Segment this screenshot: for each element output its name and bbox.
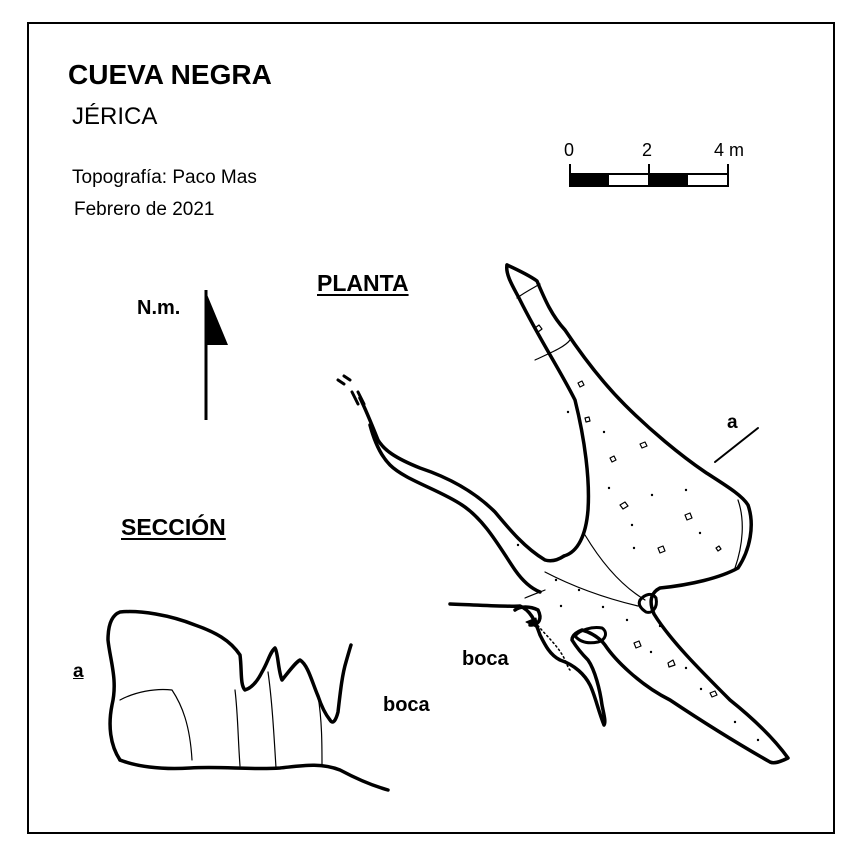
plan-view: [336, 263, 790, 765]
plan-entrance-label: boca: [462, 648, 509, 670]
rock-pillar: [573, 626, 607, 645]
plan-heading: PLANTA: [317, 270, 409, 296]
scale-bar: [569, 164, 729, 187]
drip-line: [534, 621, 571, 671]
section-floor: [118, 758, 390, 792]
section-marker-a-plan: a: [727, 412, 738, 433]
north-label: N.m.: [137, 297, 181, 319]
rock-pillar-east: [637, 592, 658, 614]
section-marker-a-section: a: [73, 661, 84, 682]
boulders: [534, 324, 722, 698]
section-heading: SECCIÓN: [121, 514, 226, 540]
scale-tick-4: 4 m: [714, 140, 745, 160]
cave-outline-plan: [448, 263, 790, 765]
entrance-arrow-icon: [525, 617, 539, 629]
ground-dots: [516, 316, 760, 742]
passage-wall-upper: [358, 396, 566, 563]
passage-wall-lower: [368, 423, 542, 594]
map-frame: [27, 22, 835, 834]
cave-title: CUEVA NEGRA: [68, 59, 272, 90]
surveyor-credit: Topografía: Paco Mas: [72, 167, 257, 188]
section-entrance-label: boca: [383, 694, 430, 716]
municipality-subtitle: JÉRICA: [72, 103, 158, 130]
cave-outline-section: [106, 609, 353, 762]
north-arrow-icon: [204, 290, 228, 420]
survey-date: Febrero de 2021: [74, 199, 215, 220]
scale-tick-2: 2: [642, 140, 653, 160]
scale-tick-0: 0: [564, 140, 575, 160]
cave-wall-west: [505, 263, 591, 558]
section-line-a: [714, 427, 759, 463]
section-view: [106, 609, 390, 792]
